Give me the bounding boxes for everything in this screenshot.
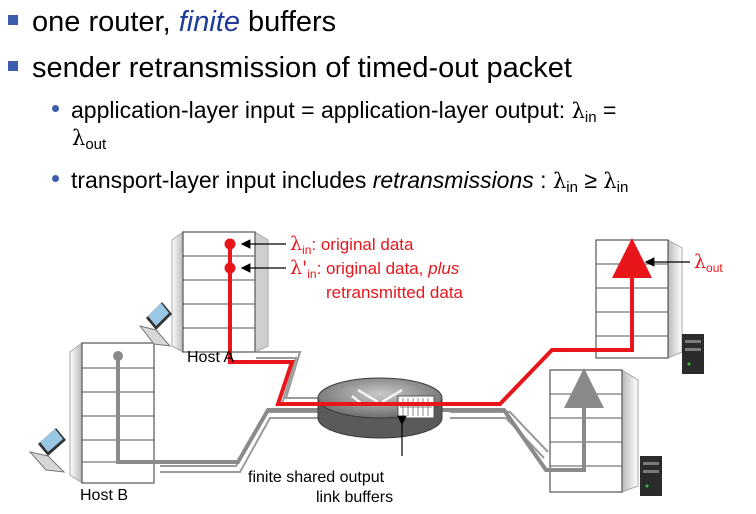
- square-bullet-icon: [8, 61, 18, 72]
- sub-bullet-transport-layer: transport-layer input includes retransmi…: [52, 167, 628, 201]
- laptop-icon: [138, 302, 172, 347]
- callout-arrows: [240, 239, 690, 456]
- bullet-sender-retransmission: sender retransmission of timed-out packe…: [8, 52, 572, 84]
- retransmitted-data-label: retransmitted data: [326, 283, 464, 302]
- red-data-flow: [224, 238, 652, 406]
- lambda-in-prime-label: λ'in: original data, plus: [290, 257, 460, 281]
- laptop-icon: [28, 428, 66, 473]
- buffer-label-line1: finite shared output: [248, 469, 385, 486]
- host-a-stack: [171, 231, 269, 353]
- server-icon: [640, 456, 662, 496]
- bottom-receiver-flow: [440, 368, 604, 472]
- round-bullet-icon: [52, 105, 59, 113]
- sub-bullet-application-layer: application-layer input = application-la…: [52, 97, 616, 131]
- host-b-label: Host B: [80, 487, 128, 504]
- server-icon: [682, 334, 704, 374]
- host-a-label: Host A: [187, 349, 234, 366]
- lambda-in-label: λin: original data: [290, 233, 414, 257]
- host-b-flow: [113, 351, 358, 464]
- sub-bullet-lambda-out: λout: [72, 126, 107, 153]
- receiver-stack-top: [595, 239, 683, 359]
- buffer-label-line2: link buffers: [316, 489, 393, 506]
- receiver-stack-bottom: [549, 369, 639, 493]
- finite-emphasis: finite: [178, 6, 240, 38]
- square-bullet-icon: [8, 15, 18, 26]
- lambda-out-label: λout: [694, 251, 723, 275]
- round-bullet-icon: [52, 175, 59, 183]
- bullet-one-router: one router, finite buffers: [8, 6, 336, 38]
- router-buffer-icon: [397, 395, 435, 419]
